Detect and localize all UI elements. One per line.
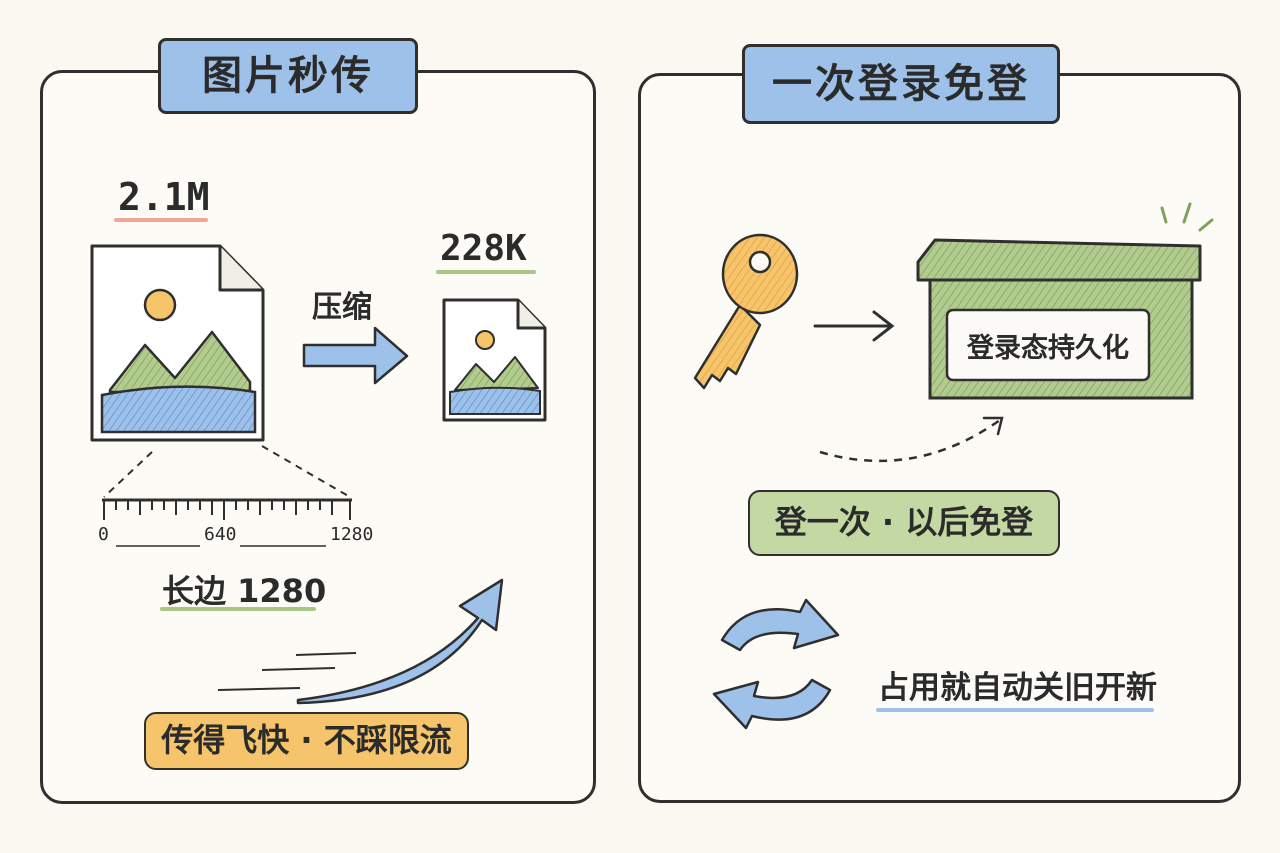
key-icon xyxy=(693,233,799,390)
fast-upload-arrow-icon xyxy=(296,578,504,705)
long-edge-underline xyxy=(160,607,316,611)
compressed-size-label: 228K xyxy=(440,228,527,269)
login-persist-panel xyxy=(638,73,1241,803)
ruler-tick-0: 0 xyxy=(98,524,109,545)
compressed-image-file-icon xyxy=(442,298,547,422)
auto-refresh-label: 占用就自动关旧开新 xyxy=(878,670,1157,706)
arrow-right-icon xyxy=(813,310,895,342)
compress-arrow-icon xyxy=(302,326,409,385)
storage-box-icon xyxy=(916,202,1214,400)
fast-upload-badge: 传得飞快 · 不踩限流 xyxy=(144,712,469,770)
ruler-icon xyxy=(102,498,352,547)
login-once-badge: 登一次 · 以后免登 xyxy=(748,490,1060,556)
persist-login-label: 登录态持久化 xyxy=(967,333,1129,364)
speed-lines-icon xyxy=(217,652,357,691)
compress-label: 压缩 xyxy=(312,290,372,325)
login-title: 一次登录免登 xyxy=(742,44,1060,124)
compressed-size-underline xyxy=(436,270,536,274)
image-upload-title: 图片秒传 xyxy=(158,38,418,114)
ruler-tick-1280: 1280 xyxy=(330,524,374,545)
original-image-file-icon xyxy=(90,244,265,442)
original-size-underline xyxy=(114,218,208,222)
projection-line-left xyxy=(103,451,153,498)
auto-refresh-underline xyxy=(876,708,1154,712)
dashed-curve-arrow-icon xyxy=(819,416,1004,463)
ruler-tick-640: 640 xyxy=(204,524,237,545)
original-size-label: 2.1M xyxy=(118,175,210,219)
refresh-cycle-icon xyxy=(712,598,840,730)
long-edge-label: 长边 1280 xyxy=(162,572,327,610)
projection-line-right xyxy=(261,445,351,498)
